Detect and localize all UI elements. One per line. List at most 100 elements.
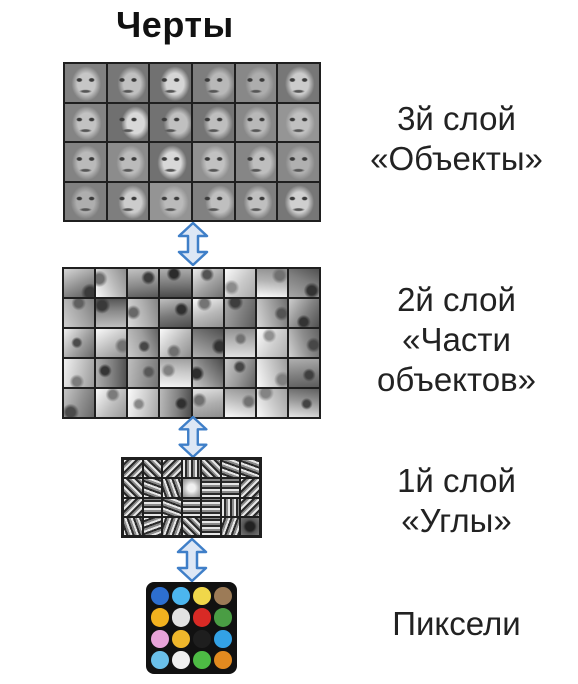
pixel-dot [172, 629, 190, 648]
face-feature-tile [107, 143, 149, 181]
layer1-label: 1й слой «Углы» [335, 461, 578, 541]
edge-feature-tile [124, 460, 142, 478]
pixels-label: Пиксели [335, 604, 578, 644]
edge-feature-tile [143, 498, 162, 516]
edge-feature-tile [202, 460, 220, 478]
face-feature-tile [278, 64, 319, 102]
face-feature-tile [150, 103, 191, 141]
layer2-label-line3: объектов» [377, 361, 536, 398]
layer2-parts-grid [62, 267, 321, 419]
edge-feature-tile [143, 517, 162, 535]
double-arrow-icon [177, 222, 209, 266]
part-feature-tile [224, 269, 255, 297]
face-feature-tile [150, 143, 191, 181]
part-feature-tile [128, 389, 159, 417]
part-feature-tile [160, 389, 191, 417]
part-feature-tile [192, 359, 223, 387]
edge-feature-tile [163, 479, 181, 497]
pixel-dot [214, 629, 232, 648]
edge-feature-tile [241, 517, 259, 535]
part-feature-tile [224, 299, 255, 327]
double-arrow-icon [178, 416, 208, 458]
edge-feature-tile [221, 517, 240, 535]
face-feature-tile [193, 143, 234, 181]
pixel-dot [151, 629, 169, 648]
part-feature-tile [128, 329, 159, 357]
face-feature-tile [278, 103, 319, 141]
part-feature-tile [64, 299, 95, 327]
face-feature-tile [150, 182, 191, 220]
part-feature-tile [64, 269, 95, 297]
face-feature-tile [278, 143, 319, 181]
part-feature-tile [224, 389, 255, 417]
part-feature-tile [256, 359, 287, 387]
face-feature-tile [278, 182, 319, 220]
part-feature-tile [192, 299, 223, 327]
part-feature-tile [128, 269, 159, 297]
pixel-dot [214, 650, 232, 669]
edge-feature-tile [182, 498, 201, 516]
edge-feature-tile [221, 498, 240, 516]
pixel-dot [151, 608, 169, 627]
pixels-grid [146, 582, 237, 674]
edge-feature-tile [202, 517, 220, 535]
part-feature-tile [160, 269, 191, 297]
part-feature-tile [288, 329, 319, 357]
face-feature-tile [107, 103, 149, 141]
part-feature-tile [160, 359, 191, 387]
pixel-dot [172, 608, 190, 627]
part-feature-tile [96, 269, 127, 297]
part-feature-tile [96, 329, 127, 357]
pixel-dot [193, 650, 211, 669]
layer1-label-line2: «Углы» [401, 502, 512, 539]
part-feature-tile [192, 269, 223, 297]
face-feature-tile [235, 103, 277, 141]
edge-feature-tile [202, 498, 220, 516]
part-feature-tile [256, 329, 287, 357]
part-feature-tile [160, 299, 191, 327]
layer3-label: 3й слой «Объекты» [335, 99, 578, 179]
edge-feature-tile [163, 498, 181, 516]
edge-feature-tile [124, 517, 142, 535]
pixel-dot [193, 587, 211, 606]
face-feature-tile [235, 143, 277, 181]
edge-feature-tile [163, 517, 181, 535]
face-feature-tile [235, 64, 277, 102]
layer2-label: 2й слой «Части объектов» [335, 280, 578, 400]
pixel-dot [172, 650, 190, 669]
part-feature-tile [256, 269, 287, 297]
diagram-title: Черты [116, 4, 234, 45]
part-feature-tile [96, 359, 127, 387]
face-feature-tile [235, 182, 277, 220]
layer2-label-line2: «Части [402, 321, 511, 358]
pixel-dot [172, 587, 190, 606]
part-feature-tile [128, 299, 159, 327]
part-feature-tile [288, 269, 319, 297]
pixel-dot [214, 587, 232, 606]
part-feature-tile [64, 329, 95, 357]
part-feature-tile [128, 359, 159, 387]
face-feature-tile [107, 64, 149, 102]
part-feature-tile [288, 299, 319, 327]
layer3-label-line1: 3й слой [397, 100, 516, 137]
part-feature-tile [256, 299, 287, 327]
part-feature-tile [160, 329, 191, 357]
edge-feature-tile [163, 460, 181, 478]
edge-feature-tile [241, 498, 259, 516]
face-feature-tile [193, 103, 234, 141]
edge-feature-tile [182, 460, 201, 478]
edge-feature-tile [241, 460, 259, 478]
part-feature-tile [224, 329, 255, 357]
layer1-edges-grid [121, 457, 262, 538]
part-feature-tile [192, 389, 223, 417]
double-arrow-icon [176, 538, 208, 582]
layer3-face-grid [63, 62, 321, 222]
layer3-label-line2: «Объекты» [370, 140, 543, 177]
pixel-dot [151, 650, 169, 669]
part-feature-tile [96, 389, 127, 417]
edge-feature-tile [143, 460, 162, 478]
face-feature-tile [65, 103, 106, 141]
face-feature-tile [65, 64, 106, 102]
face-feature-tile [193, 64, 234, 102]
edge-feature-tile [221, 479, 240, 497]
